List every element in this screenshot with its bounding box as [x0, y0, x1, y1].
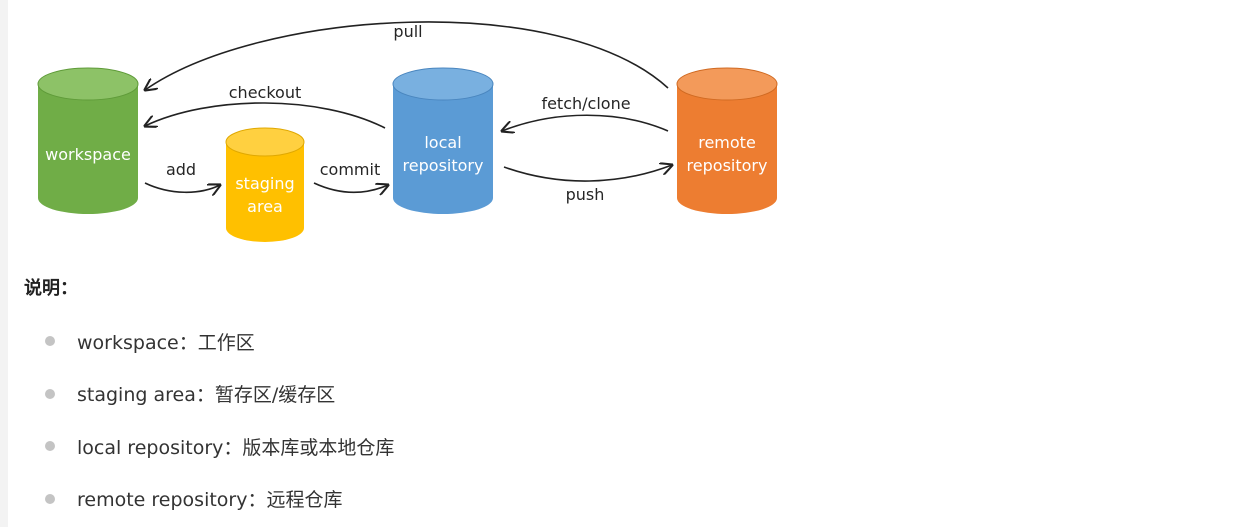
checkout-arrow — [145, 102, 386, 129]
local-label-line1: local — [424, 133, 461, 152]
pull-arrow — [145, 21, 669, 90]
local-label-line2: repository — [403, 156, 484, 175]
commit-label: commit — [320, 160, 380, 179]
list-item-text: remote repository：远程仓库 — [77, 489, 343, 511]
push-label: push — [566, 185, 605, 204]
pull-label: pull — [393, 22, 422, 41]
staging-area-cylinder: staging area — [225, 127, 305, 242]
workspace-label: workspace — [45, 145, 131, 164]
left-margin-rule — [0, 0, 8, 527]
remote-label-line2: repository — [687, 156, 768, 175]
git-workflow-diagram: pull checkout fetch/clone push add commi… — [37, 21, 778, 242]
bullet-icon — [45, 441, 55, 451]
description-heading: 说明： — [24, 278, 78, 299]
fetch-clone-label: fetch/clone — [541, 94, 630, 113]
bullet-icon — [45, 493, 55, 504]
list-item-text: workspace：工作区 — [77, 331, 255, 354]
bullet-icon — [45, 388, 55, 399]
staging-label-line1: staging — [235, 174, 294, 193]
remote-label-line1: remote — [698, 133, 756, 152]
list-item: local repository：版本库或本地仓库 — [40, 427, 394, 465]
list-item: remote repository：远程仓库 — [40, 480, 394, 518]
fetch-clone-arrow — [502, 114, 669, 131]
push-arrow — [503, 165, 672, 182]
commit-arrow — [313, 182, 388, 192]
add-arrow — [144, 182, 220, 192]
list-item-text: local repository：版本库或本地仓库 — [77, 436, 395, 459]
list-item: staging area：暂存区/缓存区 — [40, 375, 394, 413]
bullet-icon — [45, 336, 55, 346]
description-list: workspace：工作区 staging area：暂存区/缓存区 local… — [40, 322, 394, 532]
add-label: add — [166, 160, 196, 179]
staging-label-line2: area — [247, 197, 283, 216]
checkout-label: checkout — [229, 83, 301, 102]
workspace-cylinder: workspace — [37, 67, 139, 214]
list-item: workspace：工作区 — [40, 322, 394, 360]
local-repository-cylinder: local repository — [392, 67, 494, 214]
remote-repository-cylinder: remote repository — [676, 67, 778, 214]
list-item-text: staging area：暂存区/缓存区 — [77, 384, 336, 406]
